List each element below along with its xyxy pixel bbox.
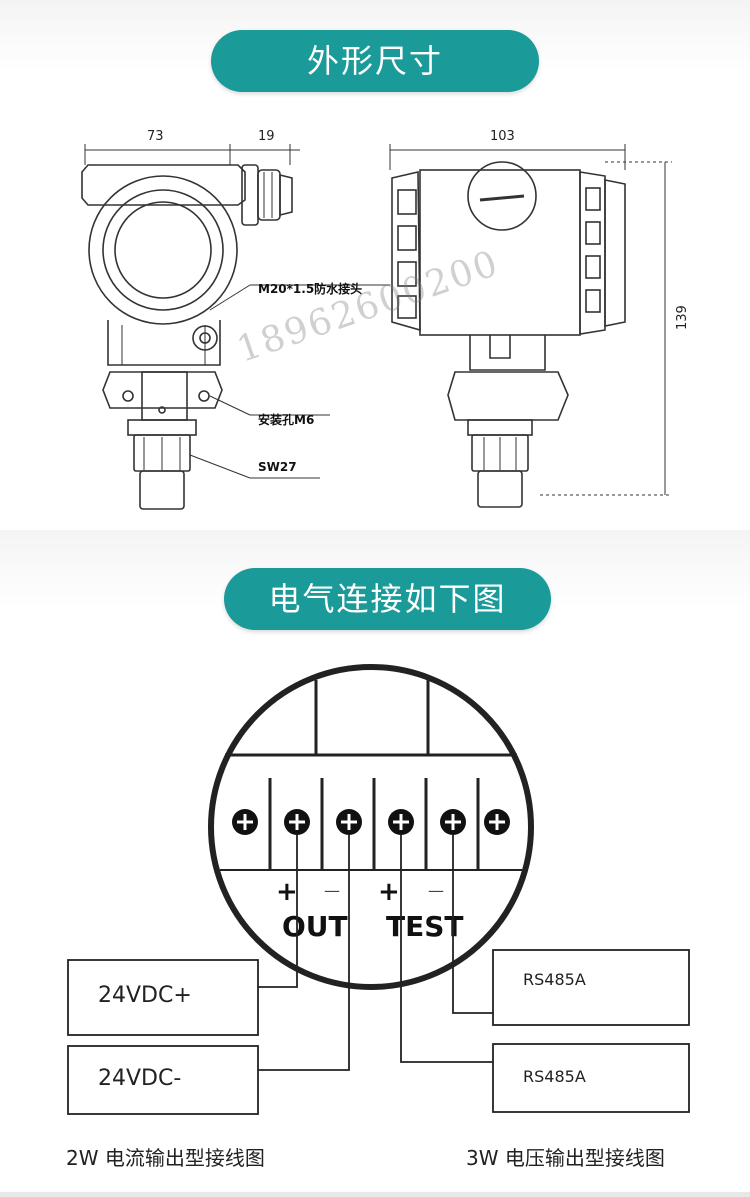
- dim-width-side: 103: [490, 129, 515, 144]
- label-wrench-size: SW27: [258, 460, 297, 474]
- polarity-minus-out: —: [324, 881, 340, 900]
- polarity-plus-test: +: [378, 877, 400, 907]
- section-title-wiring: 电气连接如下图: [224, 568, 551, 630]
- connection-boxes: [67, 949, 690, 1115]
- terminal-screws: [232, 809, 510, 835]
- label-connector: M20*1.5防水接头: [258, 281, 362, 296]
- box-rs485a-bottom: [492, 1043, 690, 1113]
- polarity-minus-test: —: [428, 881, 444, 900]
- section-title-dimensions: 外形尺寸: [211, 30, 539, 92]
- label-mounting-hole: 安装孔M6: [258, 412, 314, 427]
- terminal-housing: [208, 664, 534, 990]
- terminal-screw: [284, 809, 310, 835]
- caption-3w-voltage: 3W 电压输出型接线图: [466, 1146, 665, 1170]
- box-24vdc-minus: [67, 1045, 259, 1115]
- front-view-drawing: [81, 144, 390, 510]
- terminal-screw: [484, 809, 510, 835]
- side-view-drawing: [389, 144, 672, 508]
- dim-width-connector: 19: [258, 129, 275, 144]
- label-rs485a-bottom: RS485A: [523, 1067, 586, 1086]
- terminal-screw: [232, 809, 258, 835]
- polarity-plus-out: +: [276, 877, 298, 907]
- box-24vdc-plus: [67, 959, 259, 1036]
- caption-2w-current: 2W 电流输出型接线图: [66, 1146, 265, 1170]
- dim-height: 139: [675, 305, 690, 330]
- out-label: OUT: [282, 910, 348, 943]
- terminal-screw: [440, 809, 466, 835]
- label-24vdc-minus: 24VDC-: [98, 1066, 181, 1091]
- label-rs485a-top: RS485A: [523, 970, 586, 989]
- label-24vdc-plus: 24VDC+: [98, 983, 192, 1008]
- box-rs485a-top: [492, 949, 690, 1026]
- wires: [258, 835, 493, 1071]
- bottom-divider: [0, 1192, 750, 1197]
- test-label: TEST: [386, 910, 464, 943]
- terminal-screw: [336, 809, 362, 835]
- dim-width-front: 73: [147, 129, 164, 144]
- terminal-screw: [388, 809, 414, 835]
